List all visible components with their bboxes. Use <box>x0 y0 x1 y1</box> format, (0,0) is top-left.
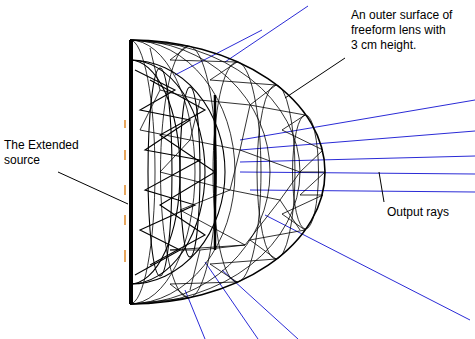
inner-lens-surface <box>130 60 225 284</box>
lens-base <box>129 40 133 304</box>
leader-lines <box>58 58 384 204</box>
freeform-lens-wireframe <box>130 40 325 304</box>
source-callout: The Extended source <box>3 138 85 168</box>
lens-callout: An outer surface of freeform lens with 3… <box>350 8 456 53</box>
extended-source <box>124 120 126 262</box>
rays-callout: Output rays <box>386 205 468 220</box>
